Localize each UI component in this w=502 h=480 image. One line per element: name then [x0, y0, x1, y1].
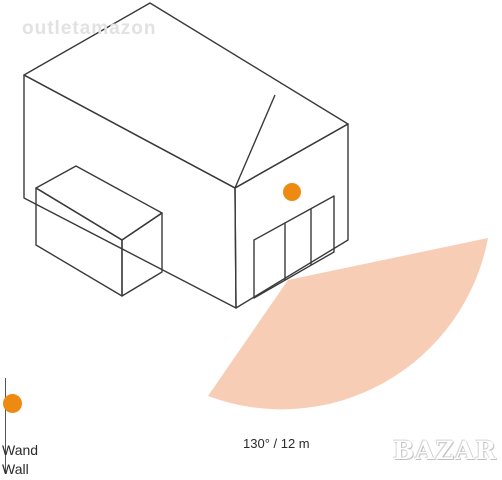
detection-area: [208, 238, 488, 410]
wall-line: [5, 378, 6, 474]
annex-top: [35, 165, 163, 241]
legend-label-wand: Wand: [2, 442, 39, 458]
garage-door: [253, 195, 335, 299]
legend-label-wall: Wall: [2, 461, 29, 477]
annex-side: [121, 212, 163, 297]
sensor-dot: [283, 183, 301, 201]
range-label: 130° / 12 m: [243, 436, 310, 451]
building-gable-wall: [234, 123, 349, 309]
watermark: outletamazon: [22, 18, 157, 39]
brand-logo: BAZAR: [393, 436, 497, 465]
roof-ridge: [234, 94, 276, 189]
building-front-wall: [23, 74, 237, 309]
legend-sensor-dot: [3, 394, 22, 413]
